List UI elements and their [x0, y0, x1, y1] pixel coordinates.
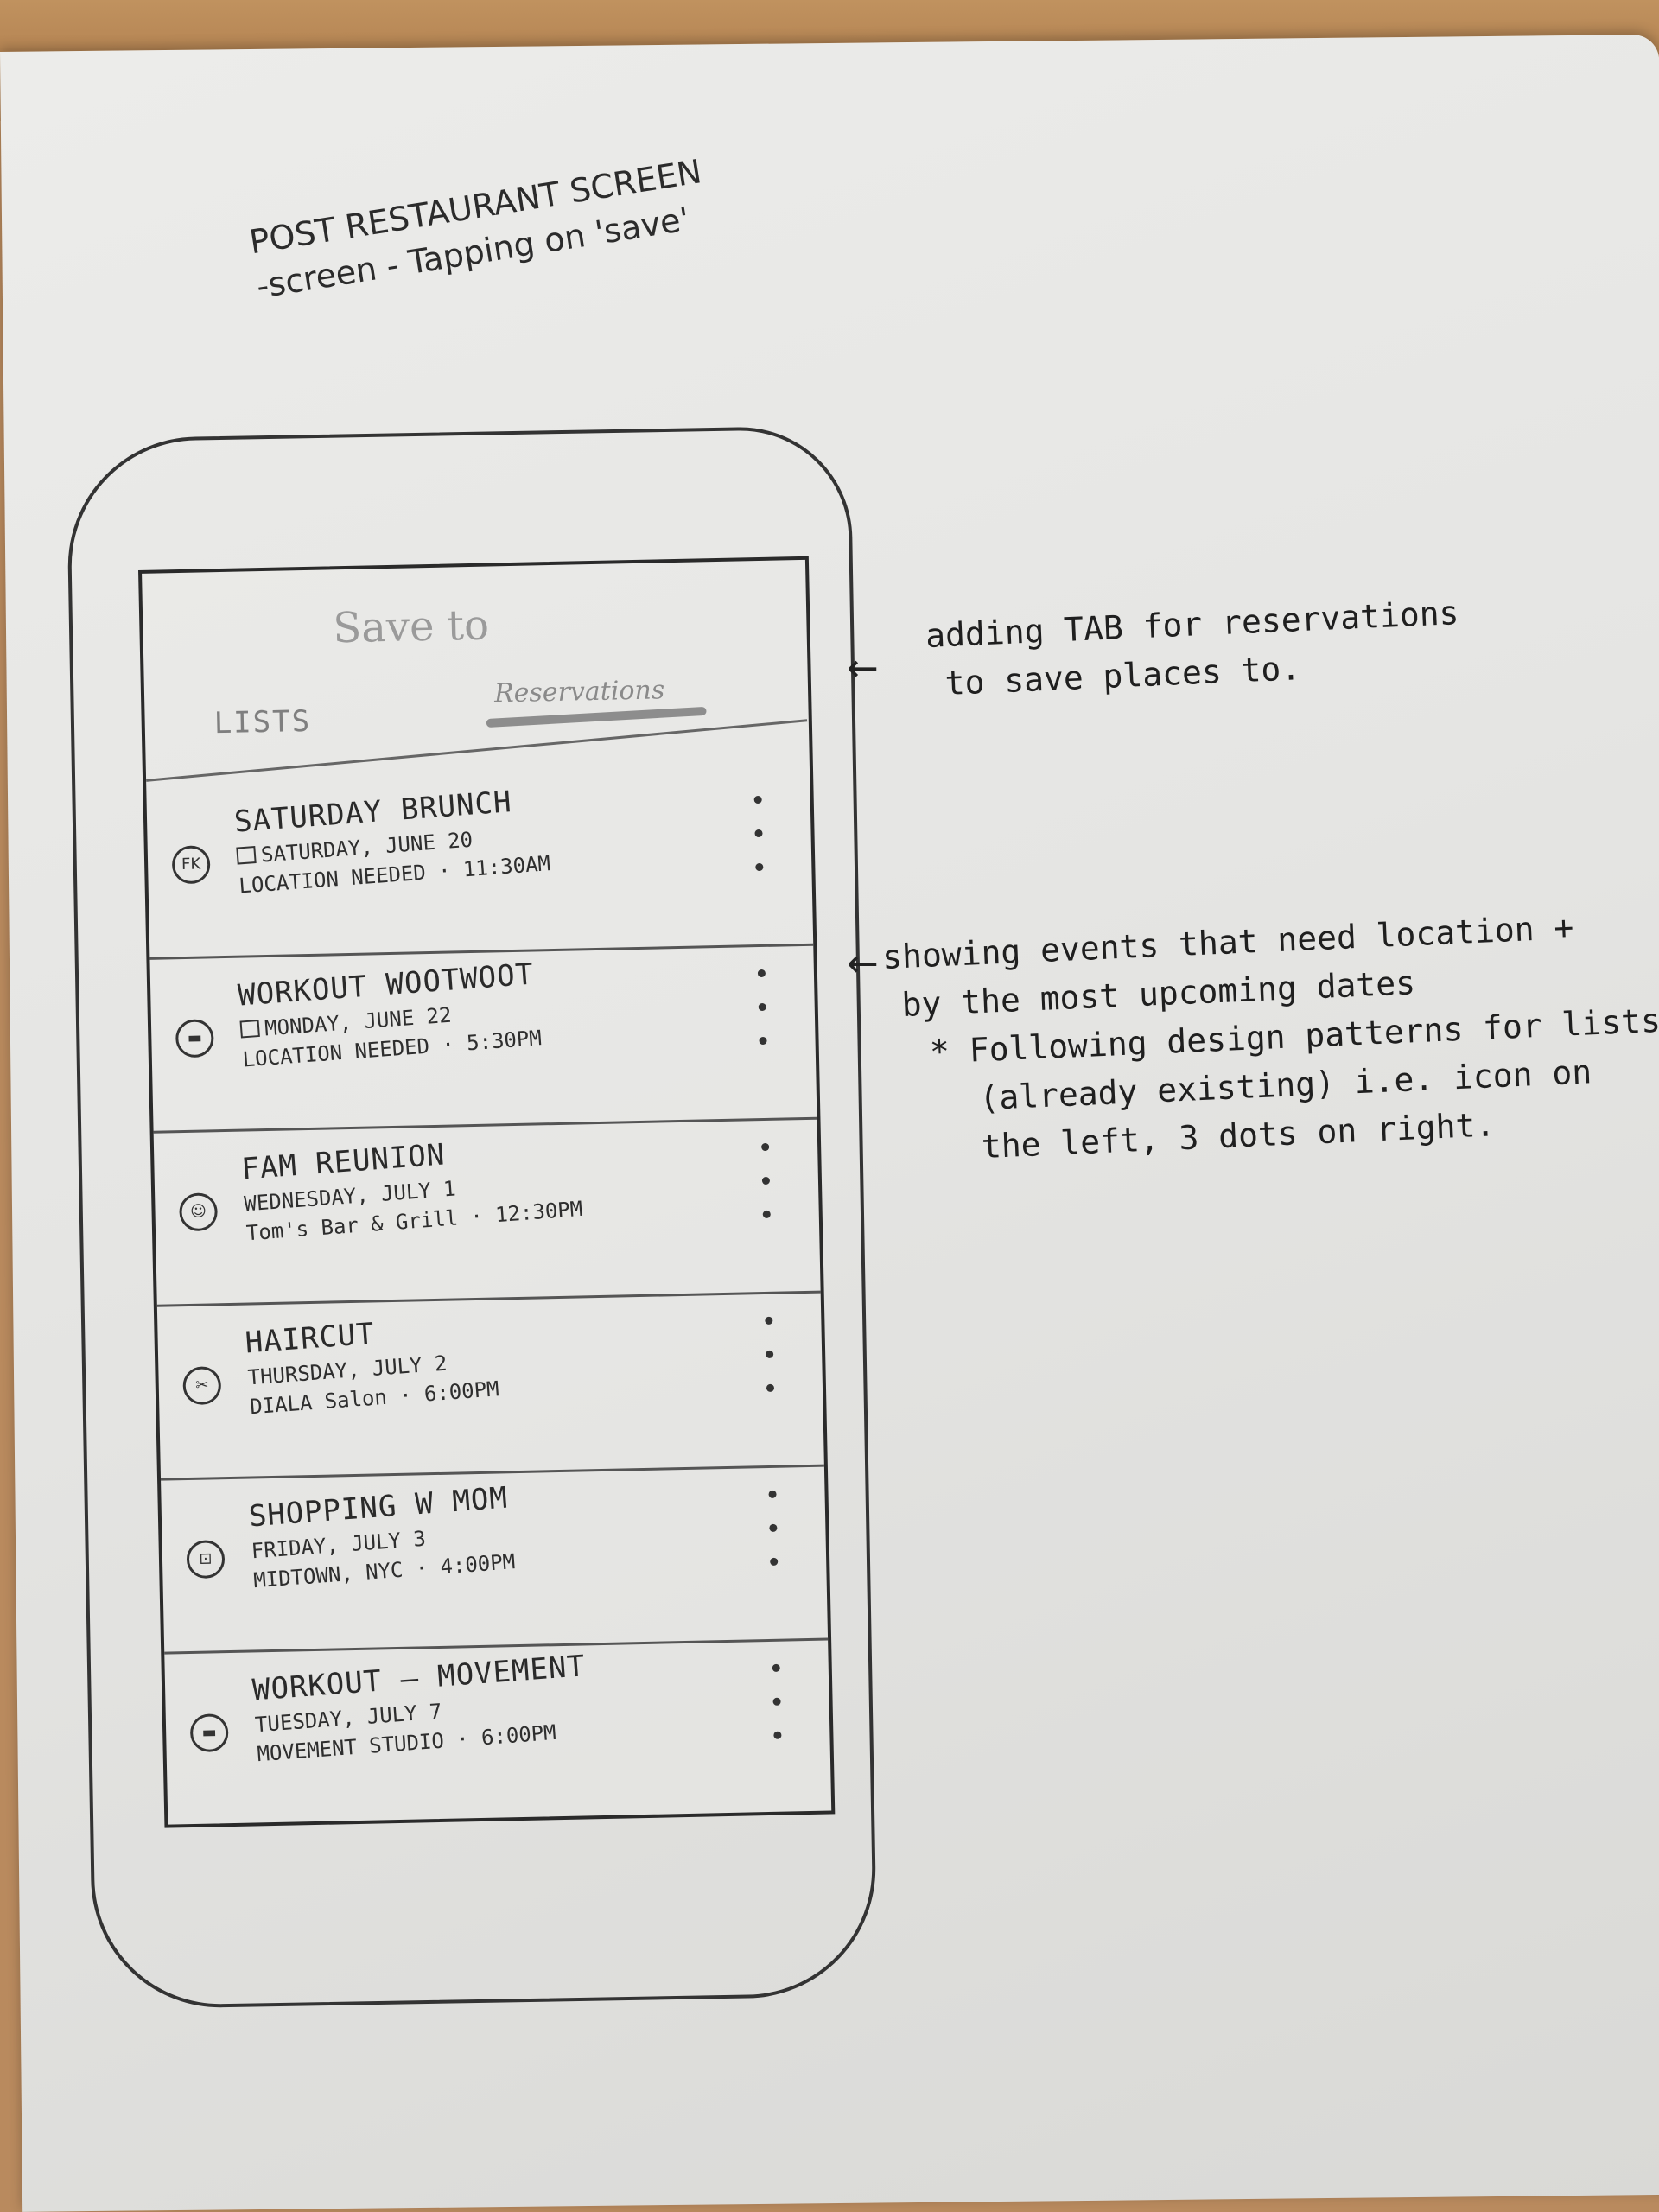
dining-icon: FK	[171, 845, 211, 885]
arrow-left-icon: ←	[847, 942, 879, 986]
more-options-icon[interactable]	[761, 1142, 772, 1244]
people-icon: ☺	[179, 1192, 219, 1232]
event-text: SHOPPING W MOM FRIDAY, JULY 3 MIDTOWN, N…	[248, 1480, 517, 1593]
scissors-icon: ✂	[182, 1366, 222, 1406]
dumbbell-icon: ▬	[189, 1713, 229, 1753]
arrow-left-icon: ←	[847, 646, 879, 690]
annotation-events: showing events that need location + by t…	[881, 899, 1659, 1175]
list-item[interactable]: ☺ FAM REUNION WEDNESDAY, JULY 1 Tom's Ba…	[153, 1119, 821, 1307]
more-options-icon[interactable]	[757, 969, 768, 1071]
tab-lists[interactable]: LISTS	[213, 703, 312, 741]
event-text: WORKOUT — MOVEMENT TUESDAY, JULY 7 MOVEM…	[251, 1649, 591, 1766]
dumbbell-icon: ▬	[175, 1019, 214, 1058]
calendar-icon	[236, 846, 257, 865]
more-options-icon[interactable]	[765, 1316, 775, 1418]
event-list: FK SATURDAY BRUNCH SATURDAY, JUNE 20 LOC…	[146, 772, 831, 1827]
list-item[interactable]: ▬ WORKOUT WOOTWOOT MONDAY, JUNE 22 LOCAT…	[149, 945, 817, 1134]
more-options-icon[interactable]	[772, 1663, 783, 1765]
list-item[interactable]: ⊡ SHOPPING W MOM FRIDAY, JULY 3 MIDTOWN,…	[161, 1466, 829, 1655]
event-text: WORKOUT WOOTWOOT MONDAY, JUNE 22 LOCATIO…	[237, 957, 543, 1072]
more-options-icon[interactable]	[768, 1490, 779, 1592]
list-item[interactable]: ▬ WORKOUT — MOVEMENT TUESDAY, JULY 7 MOV…	[164, 1641, 831, 1827]
event-text: HAIRCUT THURSDAY, JULY 2 DIALA Salon · 6…	[244, 1307, 499, 1420]
sheet-title: Save to	[332, 601, 490, 653]
calendar-icon	[239, 1019, 260, 1039]
list-item[interactable]: FK SATURDAY BRUNCH SATURDAY, JUNE 20 LOC…	[146, 772, 814, 960]
shopping-bag-icon: ⊡	[186, 1540, 226, 1580]
event-text: SATURDAY BRUNCH SATURDAY, JUNE 20 LOCATI…	[233, 782, 551, 898]
phone-screen: Save to LISTS Reservations FK SATURDAY B…	[138, 556, 836, 1828]
tab-reservations[interactable]: Reservations	[493, 675, 665, 709]
event-text: FAM REUNION WEDNESDAY, JULY 1 Tom's Bar …	[240, 1128, 583, 1245]
list-item[interactable]: ✂ HAIRCUT THURSDAY, JULY 2 DIALA Salon ·…	[156, 1293, 824, 1481]
more-options-icon[interactable]	[753, 795, 765, 897]
